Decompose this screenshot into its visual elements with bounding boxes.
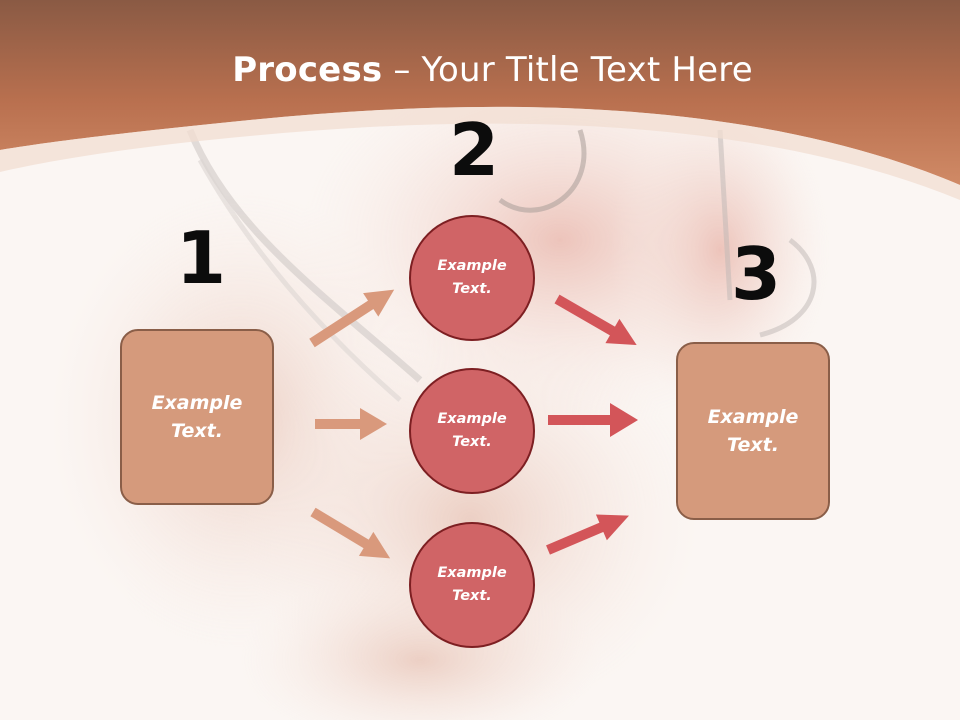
header-highlight-curve [0, 106, 960, 200]
circle-line1: Example [437, 410, 507, 427]
circle-text: Example Text. [437, 255, 506, 301]
circle-text: Example Text. [437, 562, 506, 608]
left-arrows [309, 289, 395, 559]
step-number-2: 2 [449, 108, 500, 192]
arrow-bottom-to-right [546, 514, 630, 555]
left-box-text: Example Text. [152, 389, 243, 446]
slide-title: Process – Your Title Text Here [0, 50, 960, 90]
right-box-line1: Example [707, 405, 799, 428]
right-process-box[interactable]: Example Text. [676, 342, 830, 520]
header-band [0, 0, 960, 185]
right-arrows [546, 294, 638, 555]
title-strong: Process [232, 50, 383, 90]
step-number-3: 3 [731, 232, 782, 316]
process-circle-middle[interactable]: Example Text. [409, 368, 535, 494]
title-rest: – Your Title Text Here [382, 50, 753, 90]
circle-line1: Example [437, 257, 507, 274]
circle-line2: Text. [452, 588, 492, 604]
process-circle-bottom[interactable]: Example Text. [409, 522, 535, 648]
right-box-text: Example Text. [708, 403, 799, 460]
process-circle-top[interactable]: Example Text. [409, 215, 535, 341]
left-box-line1: Example [151, 391, 243, 414]
circle-line2: Text. [452, 281, 492, 297]
circle-line2: Text. [452, 434, 492, 450]
arrow-left-to-top [309, 289, 395, 348]
circle-text: Example Text. [437, 408, 506, 454]
arrow-left-to-middle [315, 408, 387, 440]
arrow-middle-to-right [548, 403, 638, 437]
arrow-top-to-right [554, 294, 637, 345]
right-box-line2: Text. [727, 434, 779, 456]
left-process-box[interactable]: Example Text. [120, 329, 274, 505]
arrow-left-to-bottom [310, 507, 391, 559]
step-number-1: 1 [176, 216, 227, 300]
left-box-line2: Text. [171, 420, 223, 442]
circle-line1: Example [437, 564, 507, 581]
